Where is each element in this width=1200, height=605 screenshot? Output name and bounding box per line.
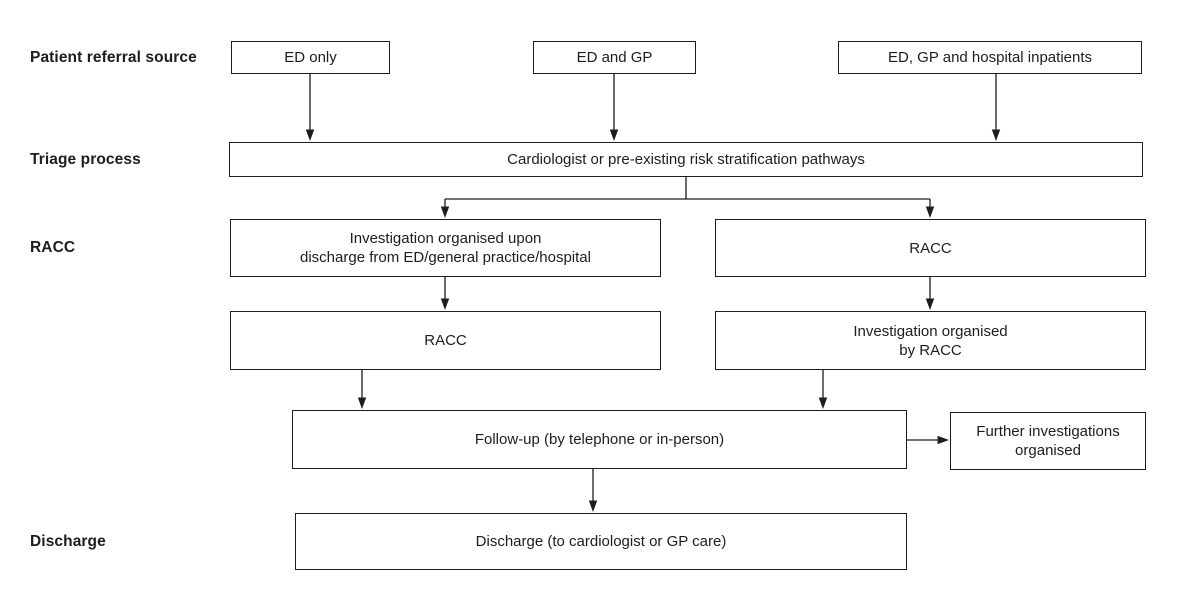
row-label-racc: RACC xyxy=(30,239,76,256)
node-racc-left: RACC xyxy=(230,311,661,370)
arrow-ed-only-to-triage-head xyxy=(305,129,315,141)
arrow-racc-right-to-investigation-head xyxy=(925,298,935,310)
node-triage-pathway: Cardiologist or pre-existing risk strati… xyxy=(229,142,1143,177)
row-label-discharge: Discharge xyxy=(30,532,106,550)
node-investigation-on-discharge: Investigation organised upon discharge f… xyxy=(230,219,661,277)
arrow-racc-left-to-follow-up-head xyxy=(357,397,367,409)
row-label-triage-process: Triage process xyxy=(30,150,141,168)
arrow-racc-left-to-follow-up xyxy=(357,370,367,409)
arrow-racc-right-to-investigation xyxy=(925,277,935,310)
arrow-ed-only-to-triage xyxy=(305,74,315,141)
arrow-ed-gp-hospital-to-triage-head xyxy=(991,129,1001,141)
arrow-investigation-to-racc-left xyxy=(440,277,450,310)
arrow-ed-and-gp-to-triage-head xyxy=(609,129,619,141)
node-ed-and-gp: ED and GP xyxy=(533,41,696,74)
arrow-follow-up-to-discharge-head xyxy=(588,500,598,512)
triage-split-connector-path xyxy=(445,177,930,200)
arrow-follow-up-to-further-investigations-head xyxy=(937,435,949,445)
node-investigation-by-racc: Investigation organised by RACC xyxy=(715,311,1146,370)
node-racc-right: RACC xyxy=(715,219,1146,277)
arrow-investigation-by-racc-to-follow-up-head xyxy=(818,397,828,409)
arrow-ed-gp-hospital-to-triage xyxy=(991,74,1001,141)
row-label-patient-referral-source: Patient referral source xyxy=(30,48,197,66)
triage-split-right-head xyxy=(925,206,935,218)
triage-split-connector xyxy=(440,177,935,218)
arrow-ed-and-gp-to-triage xyxy=(609,74,619,141)
node-follow-up: Follow-up (by telephone or in-person) xyxy=(292,410,907,469)
node-discharge: Discharge (to cardiologist or GP care) xyxy=(295,513,907,570)
arrow-follow-up-to-further-investigations xyxy=(907,435,949,445)
node-ed-only: ED only xyxy=(231,41,390,74)
arrow-investigation-to-racc-left-head xyxy=(440,298,450,310)
arrow-investigation-by-racc-to-follow-up xyxy=(818,370,828,409)
arrow-follow-up-to-discharge xyxy=(588,469,598,512)
node-further-investigations: Further investigations organised xyxy=(950,412,1146,470)
triage-split-left-head xyxy=(440,206,450,218)
node-ed-gp-hospital-inpatients: ED, GP and hospital inpatients xyxy=(838,41,1142,74)
